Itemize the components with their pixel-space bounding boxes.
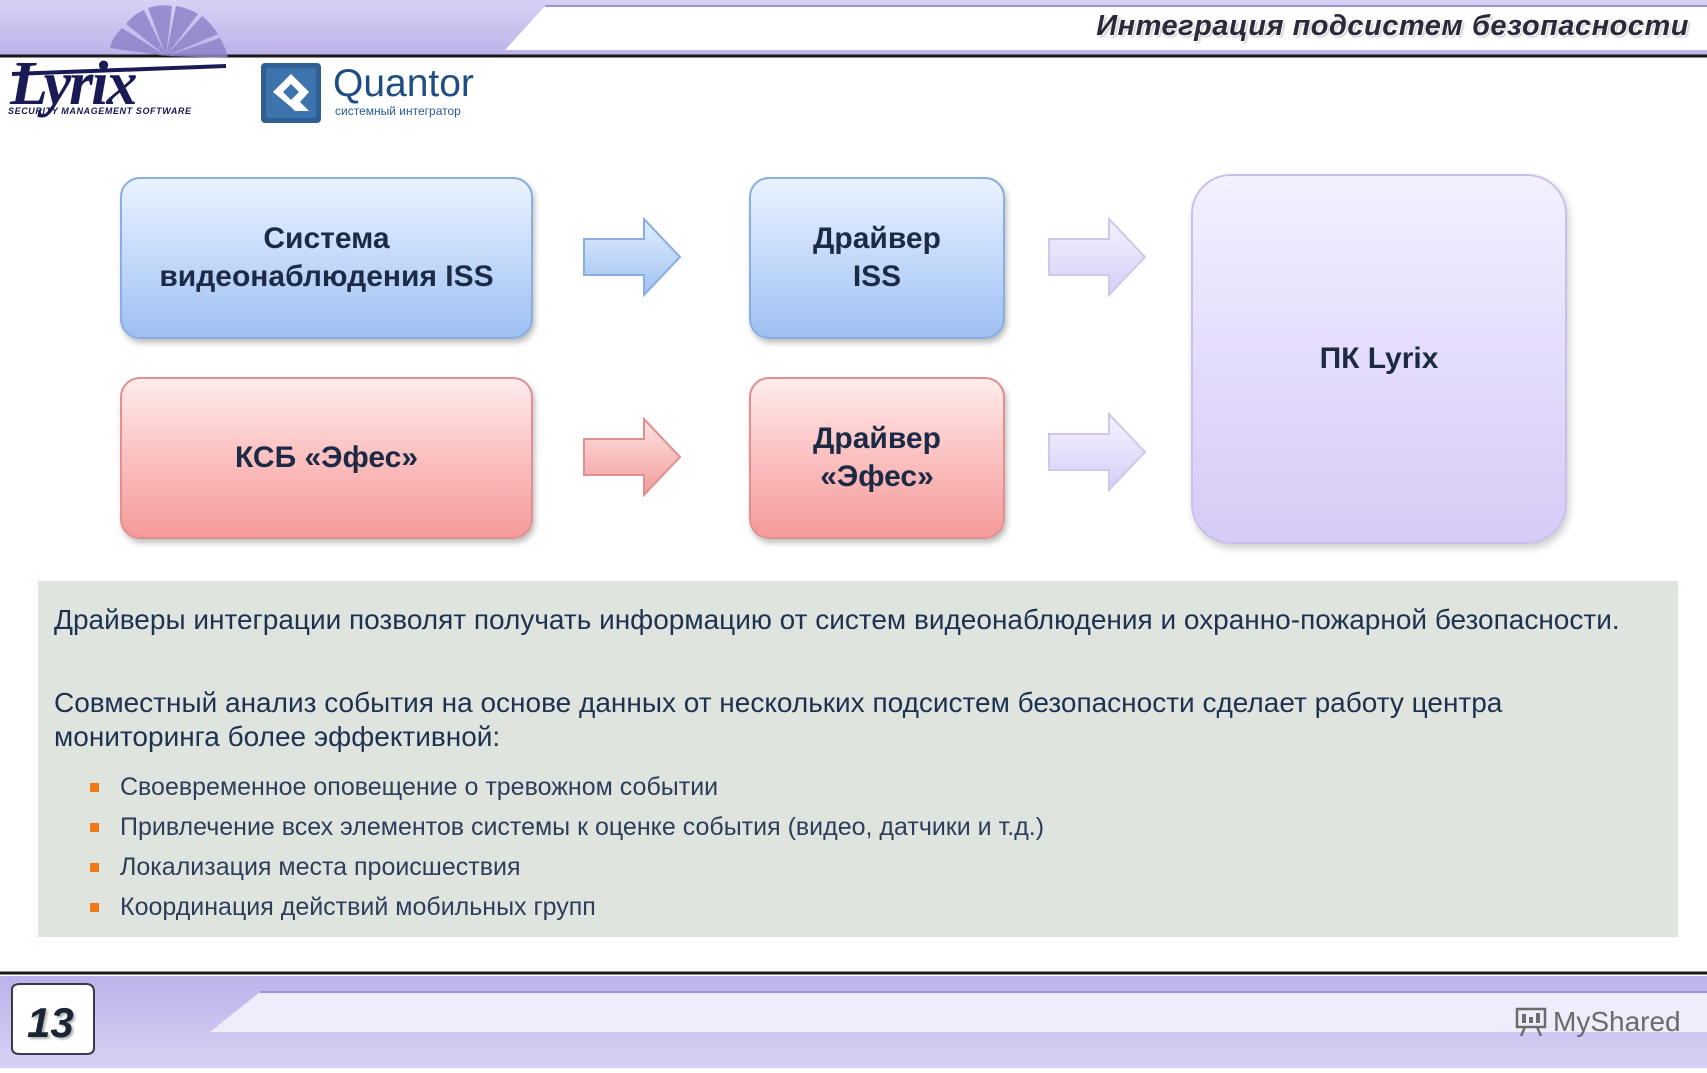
bullet-marker-icon	[90, 863, 99, 872]
list-item-text: Локализация места происшествия	[120, 853, 521, 881]
lyrix-wordmark: Lyrix	[9, 50, 136, 118]
list-item-text: Координация действий мобильных групп	[120, 893, 596, 921]
bullet-marker-icon	[90, 783, 99, 792]
arrow-driver-efes-to-lyrix	[1048, 412, 1147, 492]
presentation-board-icon	[1515, 1007, 1547, 1037]
quantor-subtitle: системный интегратор	[335, 104, 461, 118]
myshared-watermark: MyShared	[1515, 1004, 1681, 1044]
list-item: Своевременное оповещение о тревожном соб…	[90, 767, 1044, 807]
footer-bar	[0, 970, 1707, 1068]
list-item: Локализация места происшествия	[90, 847, 1044, 887]
list-item: Привлечение всех элементов системы к оце…	[90, 807, 1044, 847]
list-item-text: Своевременное оповещение о тревожном соб…	[120, 773, 719, 801]
list-item: Координация действий мобильных групп	[90, 887, 1044, 927]
source-box-efes: КСБ «Эфес»	[120, 377, 533, 539]
target-box-lyrix: ПК Lyrix	[1191, 174, 1567, 544]
quantor-logo-icon	[261, 63, 321, 123]
list-item-text: Привлечение всех элементов системы к оце…	[120, 813, 1045, 841]
myshared-label: MyShared	[1553, 1006, 1681, 1037]
page-number: 13	[27, 999, 74, 1046]
quantor-name: Quantor	[333, 62, 474, 105]
slide-title: Интеграция подсистем безопасности	[1096, 10, 1689, 42]
driver-label-efes: Драйвер «Эфес»	[813, 422, 941, 493]
footer-band-graphic	[0, 971, 1707, 1068]
paragraph-analysis: Совместный анализ события на основе данн…	[54, 687, 1503, 752]
description-panel: Драйверы интеграции позволят получать ин…	[38, 581, 1678, 937]
target-label-lyrix: ПК Lyrix	[1319, 342, 1439, 375]
source-label-efes: КСБ «Эфес»	[234, 441, 419, 474]
bullet-marker-icon	[90, 823, 99, 832]
arrow-iss-to-driver	[583, 217, 682, 297]
source-box-iss: Система видеонаблюдения ISS	[120, 177, 533, 339]
arrow-driver-iss-to-lyrix	[1048, 217, 1147, 297]
arrow-efes-to-driver	[583, 417, 682, 497]
lyrix-logo: Lyrix	[9, 5, 228, 118]
bullet-marker-icon	[90, 903, 99, 912]
driver-box-iss: Драйвер ISS	[749, 177, 1005, 339]
lyrix-tagline: SECURITY MANAGEMENT SOFTWARE	[8, 106, 192, 116]
driver-box-efes: Драйвер «Эфес»	[749, 377, 1005, 539]
source-label-iss: Система видеонаблюдения ISS	[159, 222, 494, 293]
header-bar: Интеграция подсистем безопасности	[0, 0, 1707, 60]
paragraph-drivers: Драйверы интеграции позволят получать ин…	[54, 604, 1620, 635]
driver-label-iss: Драйвер ISS	[813, 222, 941, 293]
header-band-graphic	[0, 0, 1707, 58]
benefits-list: Своевременное оповещение о тревожном соб…	[90, 767, 1044, 927]
